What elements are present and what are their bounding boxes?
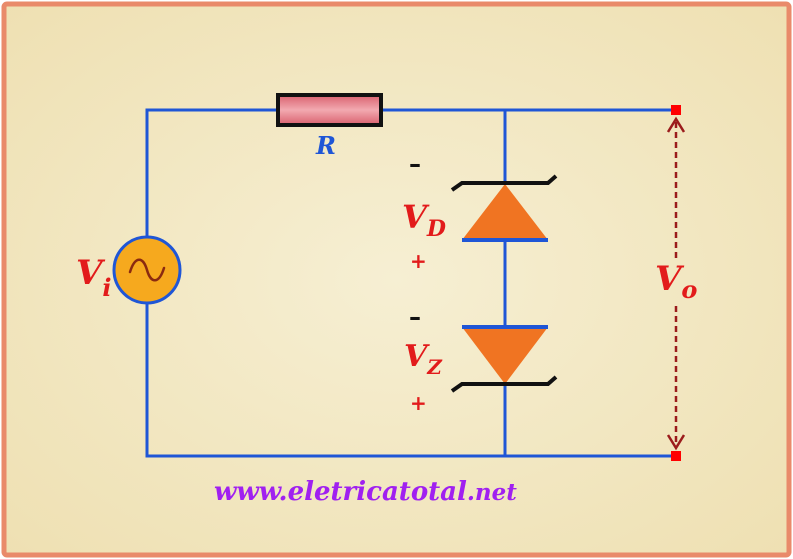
zener-diode-icon — [450, 174, 558, 242]
diode-label: VD — [402, 198, 446, 242]
output-label: Vo — [655, 259, 697, 304]
zener-diode-lower-icon — [450, 325, 558, 393]
diode-plus-sign: + — [410, 249, 427, 273]
zener-label-sub: Z — [426, 355, 443, 379]
output-label-main: V — [655, 259, 685, 299]
zener-label: VZ — [404, 339, 443, 379]
source-label-main: V — [76, 253, 106, 293]
zener-label-main: V — [404, 339, 430, 374]
diode-minus-sign: – — [409, 150, 421, 178]
output-terminal-top — [671, 105, 681, 115]
watermark-domain: www.eletricatotal — [214, 477, 467, 507]
wires — [145, 108, 678, 458]
resistor-icon — [276, 93, 383, 127]
resistor-label: R — [315, 131, 336, 160]
diode-label-sub: D — [426, 216, 446, 242]
diode-label-main: V — [402, 198, 430, 236]
source-label-sub: i — [102, 273, 111, 302]
watermark-tld: .net — [467, 479, 517, 506]
output-terminal-bottom — [671, 451, 681, 461]
source-label: Vi — [76, 253, 112, 302]
ac-source-icon — [112, 235, 182, 305]
zener-plus-sign: + — [410, 391, 427, 415]
double-arrow-icon — [666, 116, 686, 451]
zener-minus-sign: – — [409, 303, 421, 331]
watermark-url: www.eletricatotal.net — [214, 477, 517, 507]
output-label-sub: o — [681, 275, 697, 304]
